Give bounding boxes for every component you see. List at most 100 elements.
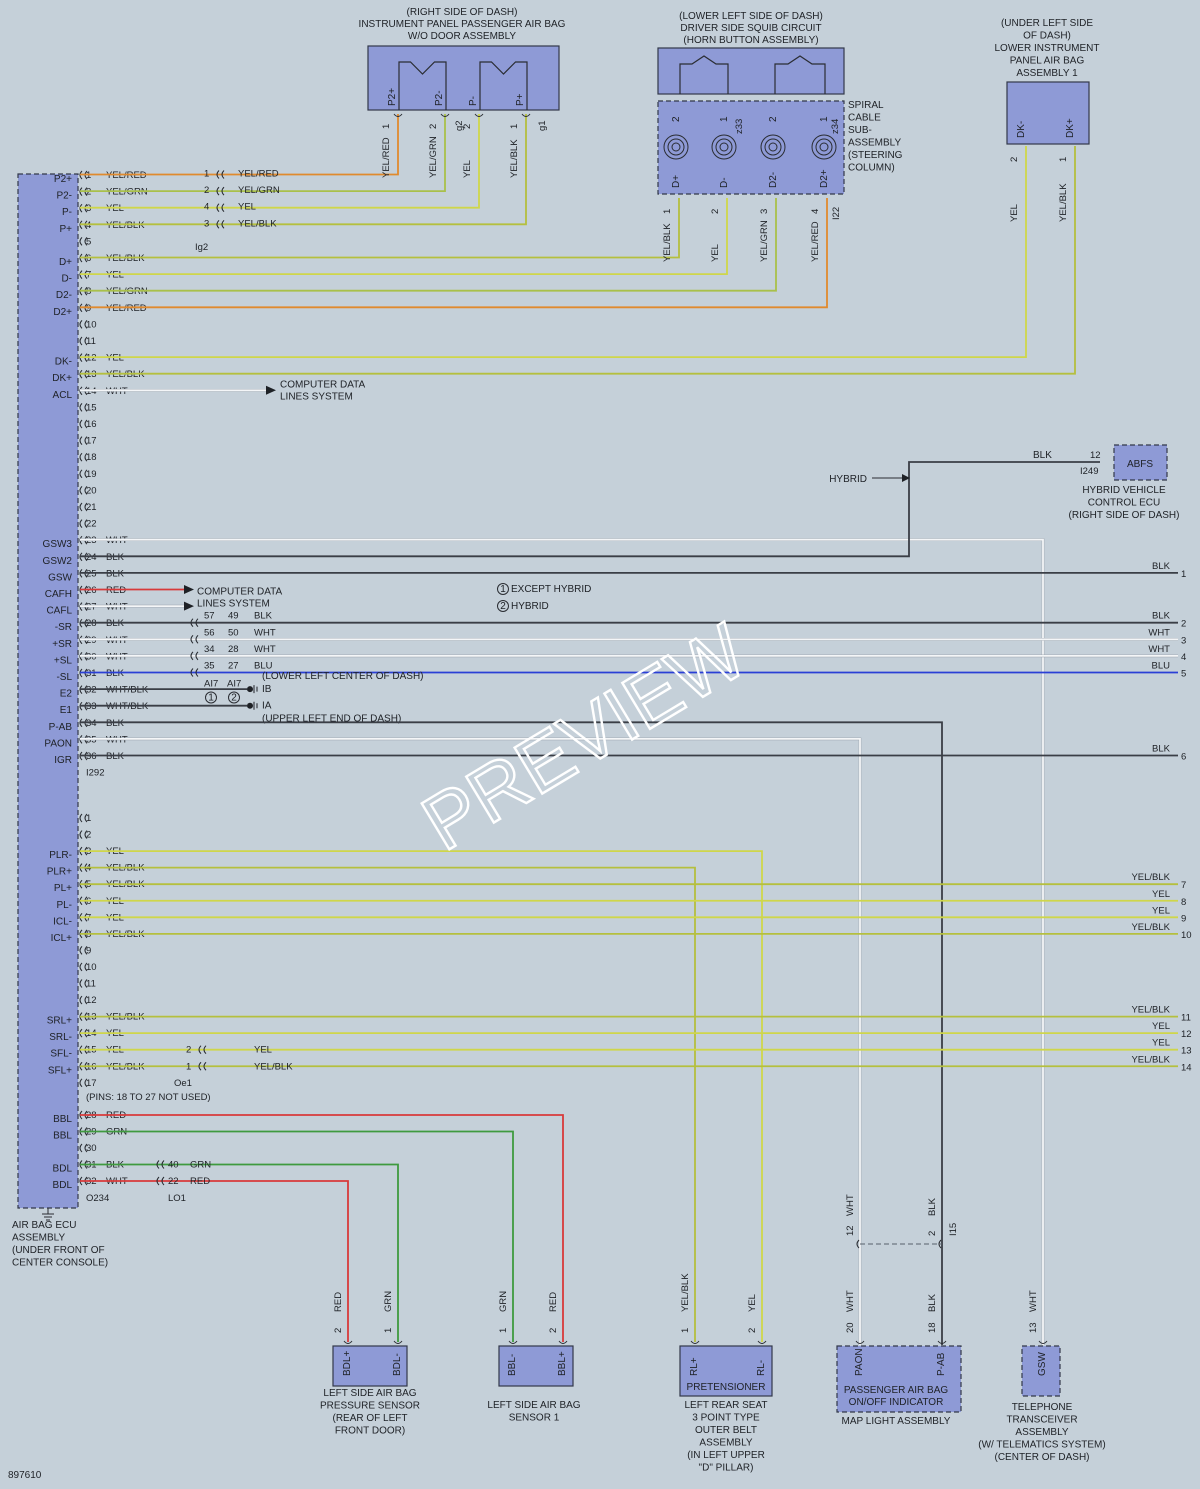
right-ref-wire: YEL [1152,905,1170,916]
watermark: PREVIEW [407,606,761,867]
joint-pin-num: 2 [927,1231,938,1236]
spiral-conn-z34: z34 [830,119,841,134]
driver-wire-label: YEL/GRN [759,220,770,262]
computer-data-label-2: COMPUTER DATA [197,587,283,598]
component-0-box [332,1345,408,1387]
plr-minus-wire [80,850,763,1342]
driver-wire [80,198,828,309]
right-ref-num-7: 7 [1181,880,1186,891]
legend-mark-1 [497,583,509,595]
ecu-pin-mark [84,452,88,462]
passenger-airbag-title: W/O DOOR ASSEMBLY [408,31,516,42]
connector-mark [558,1340,568,1344]
connector-mark [757,1340,767,1344]
oe1-mark [198,1061,202,1071]
figure-id: 897610 [8,1470,42,1481]
ecu-pin-mark [84,336,88,346]
ig2-mark [216,186,220,196]
ecu-a-pin-36: 36 [86,751,97,762]
legend-mark-2 [497,600,509,612]
arrow-icon [184,601,194,611]
oe1-conn-label: Oe1 [174,1078,192,1089]
ecu-pin-mark [84,486,88,495]
ecu-pin-mark [79,946,83,955]
ecu-pin-mark [79,979,83,988]
connector-mark [937,1340,947,1344]
computer-data-label: COMPUTER DATA [280,379,366,390]
ecu-a-pin-1: 1 [86,170,91,181]
legend-mark-1-num: 1 [500,584,506,595]
passenger-airbag-pin-num: 1 [381,124,392,129]
joint-pin-num: 12 [845,1225,856,1236]
paon-wire [80,738,861,1345]
ecu-pin-mark [79,962,83,972]
splice-pin-a: 34 [204,644,215,655]
ecu-a-signal-D2+: D2+ [53,307,72,318]
spiral-cable-title: CABLE [848,113,881,124]
ecu-b-signal-SRL+: SRL+ [47,1016,72,1027]
component-pin-num: 2 [548,1328,559,1333]
ecu-pin-mark [84,1143,88,1153]
ecu-b-signal-PL+: PL+ [54,883,72,894]
ecu-a-signal-D-: D- [61,274,72,285]
driver-pin-D-: D- [719,177,730,188]
ecu-b-pin-17: 17 [86,1078,97,1089]
ig2-mark [216,170,220,179]
component-wire-label: YEL [747,1294,758,1312]
right-ref-num-12: 12 [1181,1029,1192,1040]
spiral-coil-icon [760,134,786,160]
passenger-airbag-pin-P-: P- [468,96,479,106]
splice-mark [195,618,199,628]
spiral-coil-icon [768,142,778,152]
passenger-airbag-wire-label: YEL/GRN [428,136,439,178]
right-ref-wire: YEL [1152,1021,1170,1032]
passenger-airbag-wire-label: YEL/RED [381,137,392,178]
ecu-a-pin-33: 33 [86,701,97,712]
right-ref-num-8: 8 [1181,897,1186,908]
oe1-wire-label: YEL/BLK [254,1061,293,1072]
right-ref-wire: YEL/BLK [1131,1005,1170,1016]
ecu-a-signal-D+: D+ [59,257,72,268]
ecu-a-signal-DK+: DK+ [52,373,72,384]
pressure-sensor-name: FRONT DOOR) [335,1426,405,1437]
ecu-a-signal-+SR: +SR [52,639,72,650]
passenger-airbag-wire [80,114,480,209]
ecu-a-pin-8: 8 [86,286,91,297]
component-pin-BDL-: BDL- [392,1353,403,1376]
ecu-a-wire-26: RED [106,585,126,596]
ecu-c-pin-30: 30 [86,1143,97,1154]
spiral-coil-icon [815,138,833,156]
legend-mark-1b [205,691,217,704]
ground-label-IB: IB [262,684,272,695]
ecu-a-signal-E2: E2 [60,689,73,700]
ecu-b-pin-11: 11 [86,979,96,990]
computer-data-label-2: LINES SYSTEM [197,599,270,610]
connector-mark [393,113,403,117]
driver-wire-label: YEL [710,244,721,262]
component-wire-label: RED [548,1292,559,1312]
ecu-pin-mark [79,502,83,512]
ecu-a-signal-P-: P- [62,207,72,218]
component-pin-PAON: PAON [854,1348,865,1376]
passenger-airbag-pin-num: 2 [428,124,439,129]
driver-pin-D2-: D2- [768,172,779,188]
component-pin-num: 18 [927,1322,938,1333]
ecu-pin-mark [84,519,88,528]
airbag-ecu-box [17,173,79,1209]
squib-symbol [774,55,826,94]
pretensioner-label: PRETENSIONER [687,1382,766,1393]
spiral-conn-z33: z33 [734,119,745,134]
spiral-coil-icon [764,138,782,156]
right-ref-wire: BLK [1152,744,1171,755]
splice-mark [190,651,194,661]
connector-a-label: I292 [86,768,105,779]
lo1-mark [161,1176,165,1186]
passenger-airbag-wire-label: YEL [462,160,473,178]
legend-mark-2b [228,691,240,704]
ecu-pin-mark [79,830,83,839]
knee-airbag-title: LOWER INSTRUMENT [995,43,1100,54]
ecu-pin-mark [84,403,88,412]
ecu-a-signal-P2+: P2+ [54,174,72,185]
ecu-a-wire-9: YEL/RED [106,303,147,314]
